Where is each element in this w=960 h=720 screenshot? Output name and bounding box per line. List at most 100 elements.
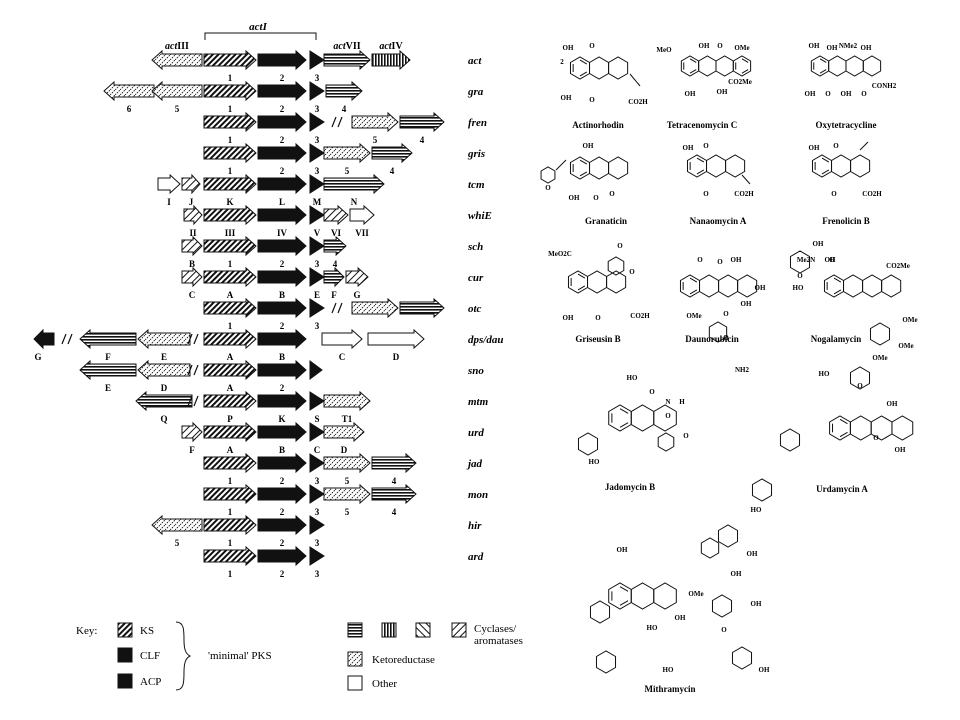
atom-label: OH (813, 240, 824, 248)
gene-label: 6 (127, 104, 132, 114)
atom-label: O (829, 256, 835, 264)
atom-label: OMe (686, 312, 701, 320)
atom-label: OMe (898, 342, 913, 350)
atom-label: HO (663, 666, 674, 674)
atom-label: CONH2 (872, 82, 897, 90)
atom-label: OH (563, 314, 574, 322)
atom-label: H (679, 398, 685, 406)
atom-label: CO2H (734, 190, 754, 198)
sequence-break (187, 333, 199, 345)
gene-arrow-other (321, 328, 363, 350)
gene-arrow-cyc_h (323, 266, 345, 288)
key-cyc-swatch-3 (415, 622, 431, 638)
gene-label: 4 (420, 135, 425, 145)
atom-label: N (665, 398, 670, 406)
atom-label: OH (805, 90, 816, 98)
gene-label: 2 (280, 383, 285, 393)
gene-arrow-acp (309, 453, 325, 473)
bond (859, 141, 869, 151)
atom-label: O (545, 184, 551, 192)
gene-arrow-cyc_h (79, 359, 137, 381)
double-bond (579, 59, 588, 65)
gene-label: 3 (315, 569, 320, 579)
cluster-name: act (468, 55, 482, 67)
gene-arrow-clf (257, 452, 307, 474)
ring (589, 600, 611, 624)
gene-label: 3 (315, 507, 320, 517)
gene-label: 4 (392, 507, 397, 517)
gene-label: 5 (175, 104, 180, 114)
ring (731, 646, 753, 670)
cluster-name: hir (468, 520, 482, 532)
gene-label: 2 (280, 259, 285, 269)
gene-arrow-acp (309, 360, 323, 380)
gene-label: 3 (315, 73, 320, 83)
cluster-name: dps/dau (468, 334, 503, 346)
sequence-break (331, 116, 343, 128)
atom-label: MeO2C (548, 250, 572, 258)
gene-arrow-ks (203, 80, 257, 102)
compound-name: Granaticin (585, 216, 627, 226)
gene-label: D (161, 383, 168, 393)
gene-label: 1 (228, 476, 233, 486)
atom-label: HO (589, 458, 600, 466)
double-bond (741, 69, 749, 74)
atom-label: O (825, 90, 831, 98)
atom-label: OMe (688, 590, 703, 598)
gene-arrow-cyc_h (371, 452, 417, 474)
cluster-name: sch (467, 241, 483, 253)
gene-label: 2 (280, 476, 285, 486)
atom-label: OH (755, 284, 766, 292)
ring (737, 274, 758, 298)
atom-label: HO (627, 374, 638, 382)
ring (577, 432, 599, 456)
ring (862, 274, 883, 298)
gene-arrow-cyc_d2 (323, 204, 349, 226)
key-minimal-pks: 'minimal' PKS (208, 650, 272, 662)
gene-label: F (189, 445, 195, 455)
key-acp-label: ACP (140, 676, 161, 688)
gene-arrow-acp (309, 422, 325, 442)
double-bond (619, 600, 629, 606)
atom-label: OMe (734, 44, 749, 52)
gene-label: P (227, 414, 233, 424)
gene-arrow-acp (309, 174, 325, 194)
cluster-name: whiE (468, 210, 492, 222)
atom-label: O (831, 190, 837, 198)
gene-arrow-acp (309, 236, 325, 256)
ring (717, 524, 739, 548)
gene-label: E (314, 290, 320, 300)
atom-label: O (617, 242, 623, 250)
atom-label: CO2Me (886, 262, 910, 270)
gene-label: M (313, 197, 322, 207)
atom-label: O (873, 434, 879, 442)
atom-label: OH (759, 666, 770, 674)
double-bond (833, 289, 842, 295)
compound-name: Oxytetracycline (816, 120, 877, 130)
gene-arrow-other (367, 328, 425, 350)
atom-label: O (723, 310, 729, 318)
gene-arrow-cyc_d2 (181, 235, 203, 257)
gene-arrow-clf (257, 173, 307, 195)
gene-arrow-other (349, 204, 375, 226)
ring (630, 404, 655, 432)
gene-label: Q (160, 414, 167, 424)
bond (555, 159, 567, 171)
atom-label: NH2 (735, 366, 750, 374)
compound-name: Nanaomycin A (690, 216, 747, 226)
gene-arrow-ks (203, 359, 257, 381)
ring (595, 650, 617, 674)
gene-label: 1 (228, 166, 233, 176)
atom-label: OH (569, 194, 580, 202)
key-other-swatch (347, 675, 363, 691)
gene-arrow-acp (309, 81, 325, 101)
atom-label: OH (683, 144, 694, 152)
atom-label: OH (861, 44, 872, 52)
